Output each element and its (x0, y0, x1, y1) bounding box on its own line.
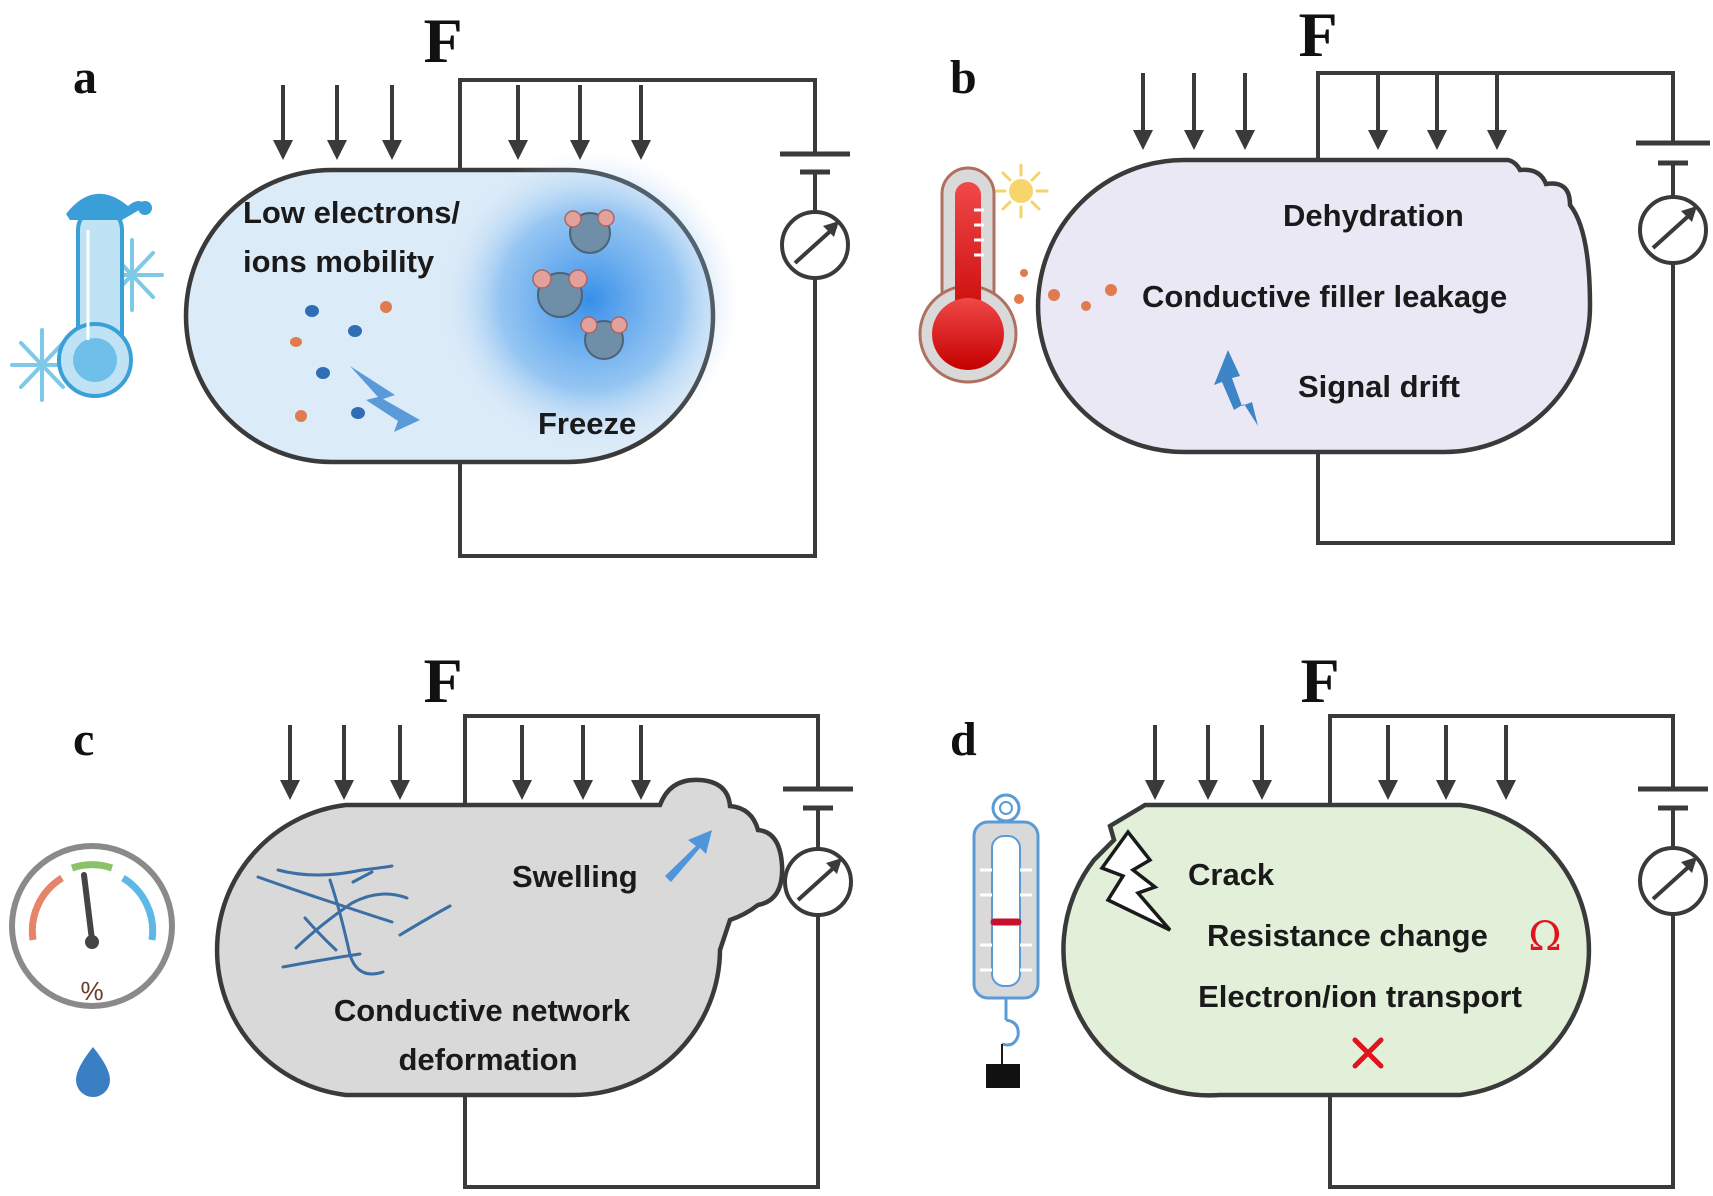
spring-scale-icon (972, 793, 1040, 1088)
label-deformation: deformation (398, 1042, 577, 1077)
swelling-arrow-icon (665, 830, 712, 882)
panel-letter-d: d (950, 713, 977, 766)
omega-symbol: Ω (1528, 914, 1561, 960)
label-conductive-filler-leakage: Conductive filler leakage (1142, 279, 1507, 314)
label-resistance-change: Resistance change (1207, 918, 1488, 953)
force-label-d: F (1300, 645, 1339, 716)
circuit-wire-d (1328, 714, 1675, 1189)
label-freeze: Freeze (538, 406, 636, 441)
mobility-arrow-icon (350, 366, 420, 432)
signal-drift-arrow-icon (1214, 350, 1258, 426)
water-molecule-icons (532, 209, 628, 360)
circuit-wire-a (458, 78, 817, 558)
hot-thermometer-sun-icon (918, 163, 1049, 384)
meter-icon-a (780, 210, 850, 280)
conductive-network-lines (256, 864, 452, 976)
force-label-c: F (423, 645, 462, 716)
force-label-a: F (423, 5, 462, 76)
humidity-gauge-icon: % (9, 843, 175, 1097)
ice-glow (440, 150, 740, 450)
label-low-electrons: Low electrons/ (243, 195, 460, 230)
sensor-body-b (1035, 157, 1593, 455)
label-signal-drift: Signal drift (1298, 369, 1460, 404)
sensor-body-d (1061, 802, 1592, 1098)
force-arrows-a (273, 85, 651, 160)
panel-b: b F Dehydration Conductive filler leakag… (918, 0, 1710, 545)
panel-a: a F Low electrons/ ions mobility Freeze (10, 5, 850, 558)
meter-icon-d (1638, 846, 1708, 916)
cold-thermometer-snowflake-icon (10, 193, 164, 402)
label-conductive-network: Conductive network (334, 993, 631, 1028)
panel-c: c F Swelling Conductive network deformat… (9, 645, 853, 1189)
panel-d: d F Crack Resistance change Ω Electron/i… (950, 645, 1708, 1189)
force-arrows-b (1133, 73, 1507, 150)
meter-icon-c (783, 847, 853, 917)
force-arrows-c (280, 725, 651, 800)
label-swelling: Swelling (512, 859, 638, 894)
label-crack: Crack (1188, 857, 1275, 892)
panel-letter-b: b (950, 51, 977, 104)
meter-icon-b (1638, 195, 1708, 265)
circuit-wire-c (463, 714, 820, 1189)
label-ions-mobility: ions mobility (243, 244, 435, 279)
force-label-b: F (1298, 0, 1337, 70)
crack-icon (1099, 829, 1172, 932)
panel-letter-c: c (73, 713, 94, 766)
label-dehydration: Dehydration (1283, 198, 1464, 233)
gauge-unit: % (80, 976, 103, 1006)
label-electron-ion-transport: Electron/ion transport (1198, 979, 1522, 1014)
panel-letter-a: a (73, 51, 97, 104)
force-arrows-d (1145, 725, 1516, 800)
sensor-body-c (214, 777, 785, 1098)
cross-icon (1352, 1037, 1384, 1069)
leaking-particles-b (1014, 269, 1117, 311)
ion-particles-a (290, 301, 392, 422)
